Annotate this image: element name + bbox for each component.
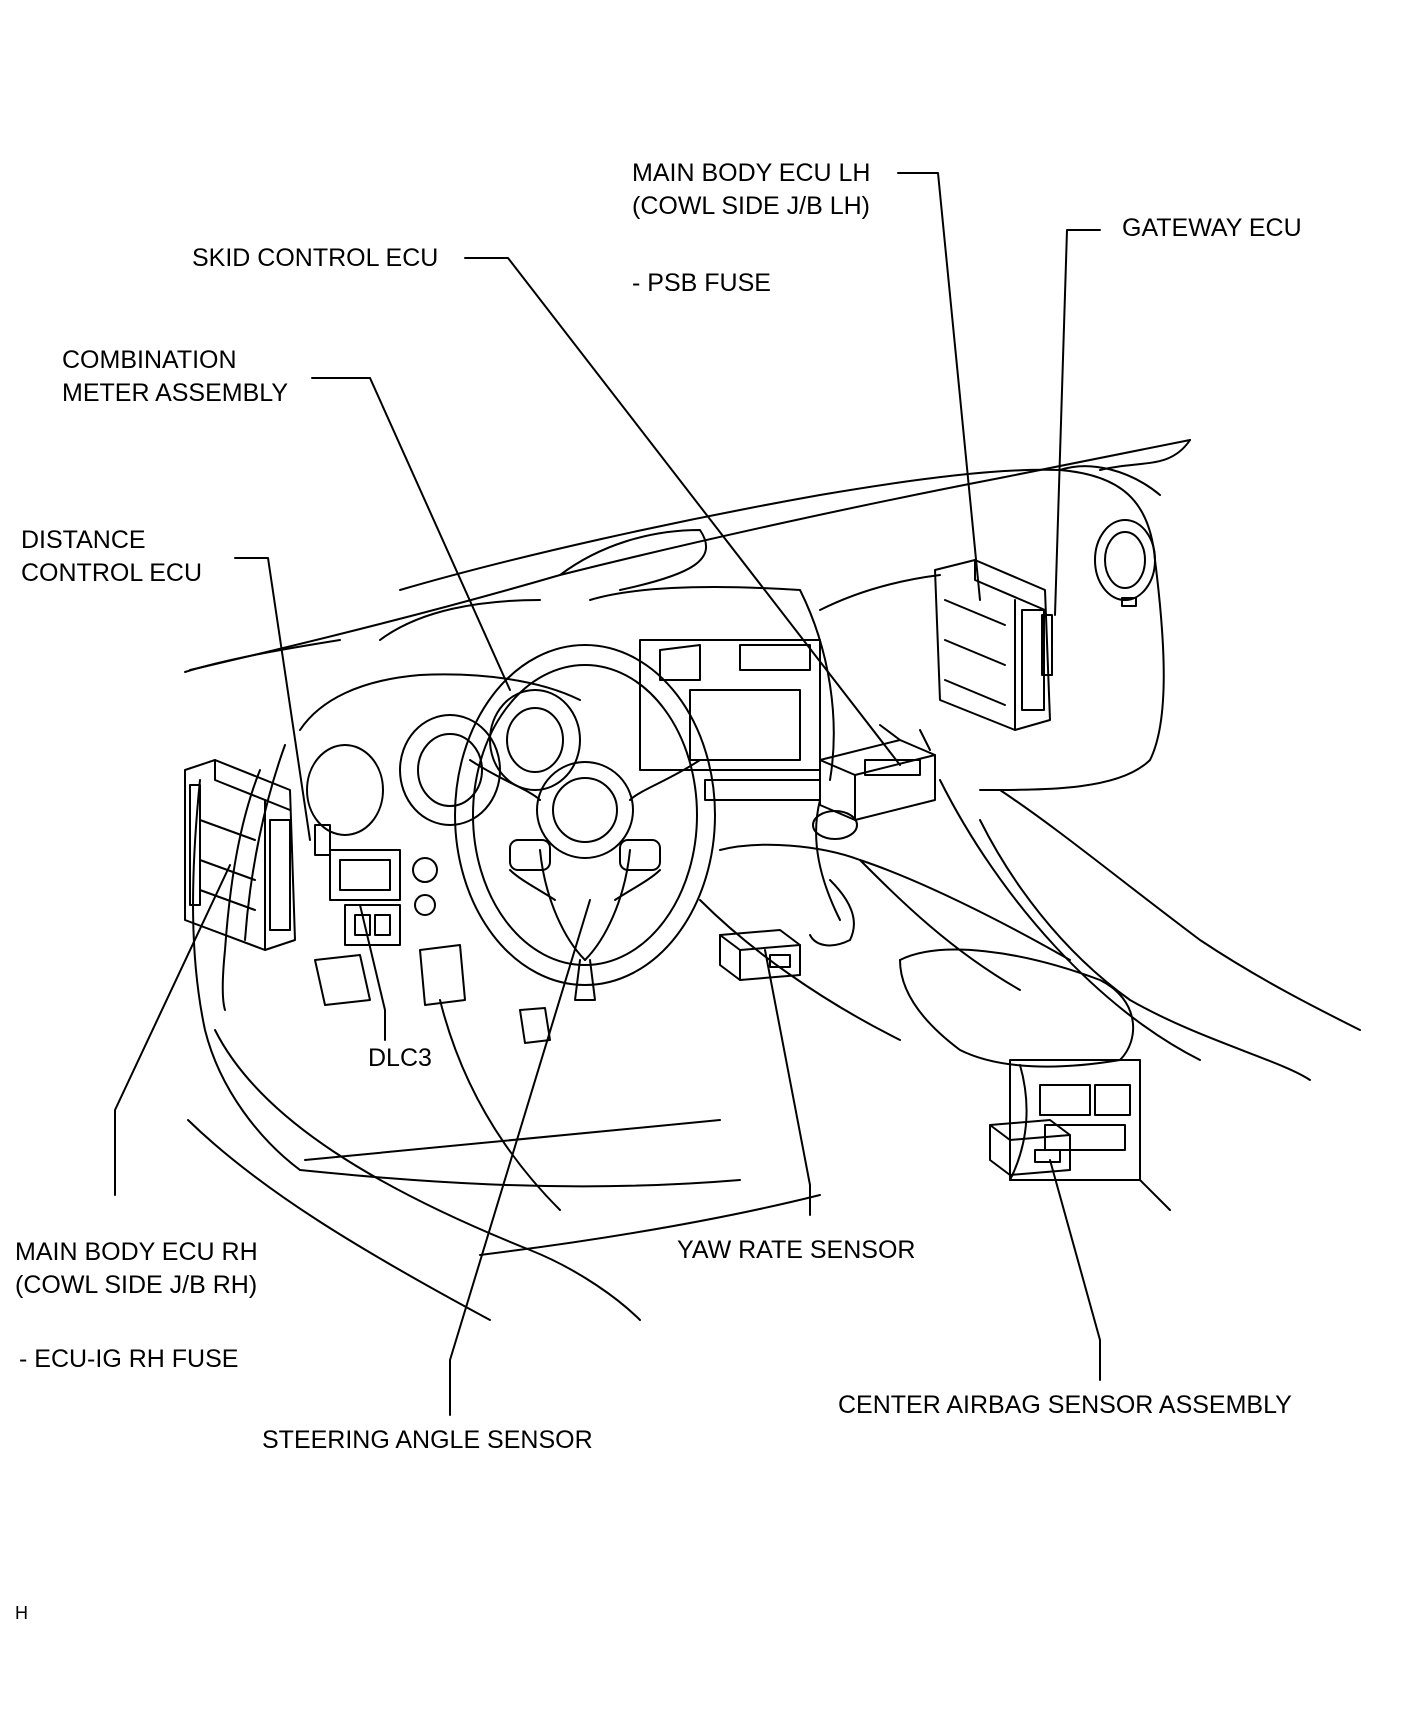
label-main-body-ecu-rh-line1: MAIN BODY ECU RH	[15, 1238, 258, 1266]
label-center-airbag-sensor-assembly: CENTER AIRBAG SENSOR ASSEMBLY	[838, 1391, 1292, 1419]
skid-control-ecu-component	[819, 724, 936, 821]
label-gateway-ecu: GATEWAY ECU	[1122, 214, 1302, 242]
label-main-body-ecu-lh-line1: MAIN BODY ECU LH	[632, 159, 871, 187]
instrument-cluster	[299, 673, 581, 946]
label-main-body-ecu-rh-line2: (COWL SIDE J/B RH)	[15, 1271, 258, 1299]
label-combination-meter-line2: METER ASSEMBLY	[62, 379, 288, 407]
main-body-ecu-lh-component	[934, 559, 1053, 731]
label-main-body-ecu-rh: MAIN BODY ECU RH (COWL SIDE J/B RH)	[15, 1236, 258, 1302]
corner-mark: H	[15, 1603, 28, 1623]
label-combination-meter-line1: COMBINATION	[62, 346, 237, 374]
label-yaw-rate-sensor: YAW RATE SENSOR	[677, 1236, 916, 1264]
steering-wheel	[454, 644, 716, 1001]
label-distance-control-ecu-line1: DISTANCE	[21, 526, 146, 554]
center-airbag-sensor-component	[989, 1119, 1071, 1176]
label-dlc3: DLC3	[368, 1044, 432, 1072]
label-distance-control-ecu: DISTANCE CONTROL ECU	[21, 524, 202, 590]
label-psb-fuse: - PSB FUSE	[632, 269, 771, 297]
label-ecu-ig-rh-fuse: - ECU-IG RH FUSE	[19, 1345, 239, 1373]
label-combination-meter-assembly: COMBINATION METER ASSEMBLY	[62, 344, 288, 410]
leader-lines	[114, 172, 1101, 1416]
label-main-body-ecu-lh-line2: (COWL SIDE J/B LH)	[632, 192, 870, 220]
label-steering-angle-sensor: STEERING ANGLE SENSOR	[262, 1426, 593, 1454]
label-main-body-ecu-lh: MAIN BODY ECU LH (COWL SIDE J/B LH)	[632, 157, 870, 223]
dashboard-outline	[184, 439, 1361, 1321]
pedals	[314, 944, 551, 1044]
label-skid-control-ecu: SKID CONTROL ECU	[192, 244, 439, 272]
label-distance-control-ecu-line2: CONTROL ECU	[21, 559, 203, 587]
yaw-rate-sensor-component	[719, 929, 801, 981]
main-body-ecu-rh-component	[184, 759, 331, 951]
